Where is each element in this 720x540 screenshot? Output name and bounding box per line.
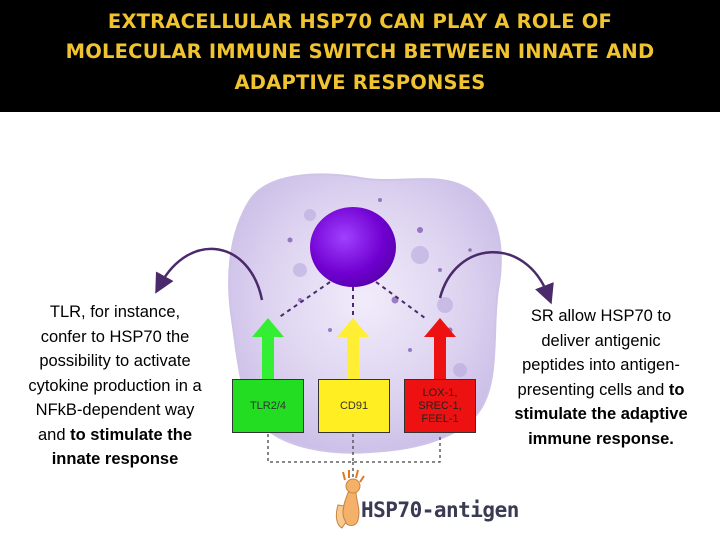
left-line-7-bold: innate response: [51, 450, 179, 468]
title-line-2: MOLECULAR IMMUNE SWITCH BETWEEN INNATE A…: [65, 40, 655, 63]
left-line-7: innate response: [4, 447, 226, 472]
receptor-label-lox1: LOX-1,: [422, 386, 458, 399]
left-line-1: TLR, for instance,: [49, 303, 181, 321]
right-explanation: SR allow HSP70 to deliver antigenic pept…: [484, 304, 718, 451]
title-line-3: ADAPTIVE RESPONSES: [234, 71, 486, 94]
left-line-5: NFkB-dependent way: [35, 401, 195, 419]
cell-vacuoles: [293, 209, 467, 377]
right-line-6: immune response.: [484, 427, 718, 452]
left-line-6-plain: and: [37, 425, 71, 444]
tlr-arrow: [252, 318, 284, 380]
receptor-box-tlr: TLR2/4: [232, 379, 304, 433]
title-line-1: EXTRACELLULAR HSP70 CAN PLAY A ROLE OF: [107, 10, 613, 33]
right-line-4-bold: to: [668, 380, 685, 399]
hsp70-antigen-label: HSP70-antigen: [361, 498, 519, 522]
left-line-2: confer to HSP70 the: [40, 327, 190, 346]
right-line-1: SR allow HSP70 to: [530, 307, 672, 325]
right-line-5-bold: stimulate the adaptive: [514, 405, 688, 423]
receptor-label-cd91: CD91: [339, 399, 369, 412]
cd91-arrow: [337, 318, 369, 380]
receptor-label-tlr: TLR2/4: [249, 399, 287, 412]
signal-dashes: [277, 281, 426, 319]
right-line-5: stimulate the adaptive: [484, 402, 718, 427]
right-line-2: deliver antigenic: [541, 331, 661, 350]
right-line-4: presenting cells and to: [484, 378, 718, 403]
left-explanation: TLR, for instance, confer to HSP70 the p…: [4, 300, 226, 472]
right-arc-arrow: [438, 251, 554, 305]
left-line-3: possibility to activate: [39, 352, 191, 370]
antigen-connector: [267, 434, 441, 478]
right-line-3: peptides into antigen-: [522, 356, 680, 374]
left-line-6-bold: to stimulate the: [70, 425, 193, 444]
receptor-label-feel1: FEEL-1: [421, 412, 459, 425]
receptor-box-scavenger: LOX-1, SREC-1, FEEL-1: [404, 379, 476, 433]
title-bar: EXTRACELLULAR HSP70 CAN PLAY A ROLE OF M…: [0, 0, 720, 112]
left-line-4: cytokine production in a: [28, 376, 202, 395]
left-line-6: and to stimulate the: [4, 423, 226, 448]
hsp70-molecule-icon: [335, 469, 365, 529]
left-arc-arrow: [155, 247, 264, 301]
sr-arrow: [424, 318, 456, 380]
nucleus: [310, 207, 396, 287]
receptor-label-srec1: SREC-1,: [418, 399, 462, 412]
receptor-box-cd91: CD91: [318, 379, 390, 433]
right-line-4-plain: presenting cells and: [517, 380, 669, 399]
right-line-6-bold: immune response.: [528, 429, 674, 448]
